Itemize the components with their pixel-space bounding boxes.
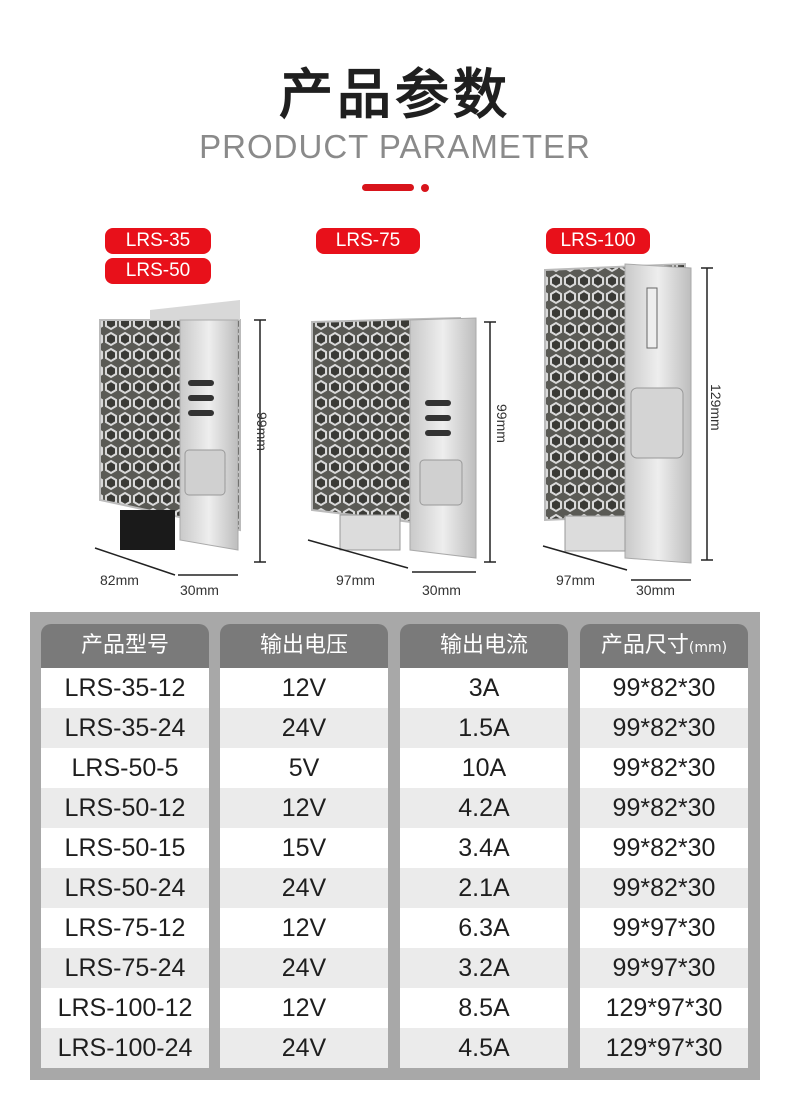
- product-image-lrs-100: [542, 262, 713, 581]
- table-cell-current: 6.3A: [400, 908, 568, 948]
- dimension-depth-2: 97mm: [336, 572, 375, 588]
- table-cell-model: LRS-100-24: [41, 1028, 209, 1068]
- table-cell-model: LRS-50-12: [41, 788, 209, 828]
- parameter-table: 产品型号 LRS-35-12 LRS-35-24 LRS-50-5 LRS-50…: [30, 612, 760, 1080]
- model-tag-lrs-100: LRS-100: [546, 228, 650, 254]
- table-cell-current: 4.2A: [400, 788, 568, 828]
- table-cell-model: LRS-50-5: [41, 748, 209, 788]
- table-cell-voltage: 24V: [220, 1028, 388, 1068]
- table-cell-size: 99*82*30: [580, 828, 748, 868]
- table-cell-voltage: 15V: [220, 828, 388, 868]
- table-cell-voltage: 5V: [220, 748, 388, 788]
- table-cell-model: LRS-50-15: [41, 828, 209, 868]
- table-cell-model: LRS-100-12: [41, 988, 209, 1028]
- table-cell-current: 8.5A: [400, 988, 568, 1028]
- dimension-height-1: 99mm: [254, 412, 270, 451]
- table-cell-size: 99*97*30: [580, 908, 748, 948]
- product-image-lrs-35-50: [94, 300, 266, 576]
- model-tag-lrs-50: LRS-50: [105, 258, 211, 284]
- table-cell-voltage: 12V: [220, 908, 388, 948]
- dimension-width-2: 30mm: [422, 582, 461, 598]
- dimension-height-3: 129mm: [708, 384, 724, 431]
- table-cell-model: LRS-35-12: [41, 668, 209, 708]
- table-cell-size: 99*82*30: [580, 788, 748, 828]
- table-cell-current: 4.5A: [400, 1028, 568, 1068]
- table-cell-current: 3.2A: [400, 948, 568, 988]
- header-voltage: 输出电压: [220, 624, 388, 668]
- table-cell-voltage: 12V: [220, 668, 388, 708]
- header-model: 产品型号: [41, 624, 209, 668]
- table-cell-current: 3.4A: [400, 828, 568, 868]
- table-cell-voltage: 24V: [220, 868, 388, 908]
- table-cell-voltage: 24V: [220, 948, 388, 988]
- dimension-height-2: 99mm: [494, 404, 510, 443]
- column-model: 产品型号 LRS-35-12 LRS-35-24 LRS-50-5 LRS-50…: [41, 624, 209, 1068]
- table-cell-current: 10A: [400, 748, 568, 788]
- title-decoration-bar: [362, 184, 414, 191]
- column-size: 产品尺寸(mm) 99*82*30 99*82*30 99*82*30 99*8…: [580, 624, 748, 1068]
- dimension-width-1: 30mm: [180, 582, 219, 598]
- table-cell-size: 129*97*30: [580, 1028, 748, 1068]
- table-cell-size: 129*97*30: [580, 988, 748, 1028]
- header-size: 产品尺寸(mm): [580, 624, 748, 668]
- column-current: 输出电流 3A 1.5A 10A 4.2A 3.4A 2.1A 6.3A 3.2…: [400, 624, 568, 1068]
- table-cell-model: LRS-50-24: [41, 868, 209, 908]
- header-current: 输出电流: [400, 624, 568, 668]
- table-cell-voltage: 12V: [220, 988, 388, 1028]
- table-cell-current: 1.5A: [400, 708, 568, 748]
- table-cell-size: 99*82*30: [580, 708, 748, 748]
- header-size-unit: (mm): [688, 640, 728, 656]
- table-cell-size: 99*82*30: [580, 868, 748, 908]
- table-cell-model: LRS-75-24: [41, 948, 209, 988]
- model-tag-lrs-35: LRS-35: [105, 228, 211, 254]
- page-subtitle: PRODUCT PARAMETER: [199, 128, 591, 165]
- column-voltage: 输出电压 12V 24V 5V 12V 15V 24V 12V 24V 12V …: [220, 624, 388, 1068]
- model-tag-lrs-75: LRS-75: [316, 228, 420, 254]
- dimension-width-3: 30mm: [636, 582, 675, 598]
- header-size-label: 产品尺寸: [600, 633, 689, 658]
- table-cell-size: 99*97*30: [580, 948, 748, 988]
- product-image-lrs-75: [307, 316, 496, 573]
- table-cell-current: 3A: [400, 668, 568, 708]
- title-decoration-dot: [421, 184, 429, 192]
- table-cell-model: LRS-75-12: [41, 908, 209, 948]
- table-cell-model: LRS-35-24: [41, 708, 209, 748]
- table-cell-voltage: 12V: [220, 788, 388, 828]
- table-cell-size: 99*82*30: [580, 748, 748, 788]
- table-cell-size: 99*82*30: [580, 668, 748, 708]
- dimension-depth-1: 82mm: [100, 572, 139, 588]
- dimension-depth-3: 97mm: [556, 572, 595, 588]
- table-cell-voltage: 24V: [220, 708, 388, 748]
- page-title: 产品参数: [279, 63, 511, 126]
- table-cell-current: 2.1A: [400, 868, 568, 908]
